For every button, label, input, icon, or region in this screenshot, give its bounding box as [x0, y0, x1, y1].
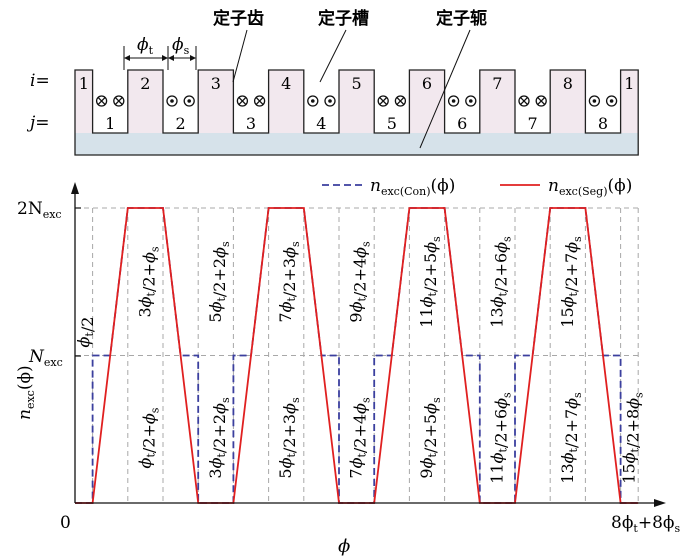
legend: nexc(Con)(ϕ) nexc(Seg)(ϕ) [322, 176, 632, 198]
y-tick-mid-label: Nexc [28, 347, 63, 369]
chart: 2Nexc Nexc 0 ϕ 8ϕt+8ϕs nexc(ϕ) ϕt/2 3ϕt/2… [15, 176, 680, 557]
tooth-number: 4 [281, 74, 291, 93]
i-label: i= [30, 71, 50, 91]
slot-number: 3 [246, 114, 256, 133]
tooth-number: 5 [352, 74, 362, 93]
slot-number: 6 [457, 114, 467, 133]
phi-t-dimension [123, 46, 197, 70]
origin-label: 0 [60, 513, 71, 533]
coil-cross-symbol [113, 95, 125, 107]
x-axis-arrow [654, 499, 666, 507]
slot-number: 5 [387, 114, 397, 133]
coil-cross-symbol [518, 95, 530, 107]
upper-interval-label: ϕt/2 [74, 317, 97, 348]
y-tick-top-label: 2Nexc [17, 199, 62, 221]
tooth-number: 2 [140, 74, 150, 93]
slot-leader [319, 29, 347, 83]
upper-interval-label: 15ϕt/2+7ϕs [558, 236, 584, 328]
slot-number: 1 [105, 114, 115, 133]
coil-cross-symbol [377, 95, 389, 107]
coil-cross-symbol [394, 95, 407, 107]
stator-tooth-label: 定子齿 [213, 8, 264, 29]
lower-interval-label: 7ϕt/2+4ϕs [347, 397, 373, 479]
coil-dot-symbol [605, 95, 618, 107]
coil-dot-symbol [166, 95, 178, 107]
coil-dot-symbol [307, 95, 319, 107]
upper-interval-label: 9ϕt/2+4ϕs [347, 241, 373, 323]
slot-number: 8 [598, 114, 608, 133]
slot-labels: 1 2 3 4 5 6 7 8 [105, 114, 608, 133]
x-end-label: 8ϕt+8ϕs [611, 513, 680, 535]
tooth-number: 1 [79, 74, 89, 93]
lower-interval-label: 5ϕt/2+3ϕs [276, 397, 302, 479]
lower-interval-labels: ϕt/2+ϕs 3ϕt/2+2ϕs 5ϕt/2+3ϕs 7ϕt/2+4ϕs 9ϕt/2+… [135, 392, 645, 484]
y-axis-label: nexc(ϕ) [15, 365, 37, 420]
coil-marks [95, 95, 618, 107]
tooth-number: 3 [211, 74, 221, 93]
y-axis-arrow [71, 182, 79, 194]
slot-number: 2 [176, 114, 186, 133]
slot-number: 4 [316, 114, 326, 133]
stator-outline [74, 69, 639, 156]
coil-cross-symbol [253, 95, 266, 107]
phi-s-label: ϕs [172, 35, 190, 57]
lower-interval-label: 15ϕt/2+8ϕs [619, 392, 645, 484]
tooth-leader [232, 29, 248, 83]
phi-t-label: ϕt [137, 35, 154, 57]
tooth-number: 7 [492, 74, 502, 93]
coil-dot-symbol [465, 95, 477, 107]
lower-interval-label: 13ϕt/2+7ϕs [558, 392, 584, 484]
stator-diagram: 1 2 3 4 5 6 7 8 1 1 2 3 4 5 6 7 8 i= j= ϕt ϕs 定子齿 定子槽 定… [26, 8, 639, 156]
stator-slot-label: 定子槽 [318, 8, 369, 29]
lower-interval-label: 9ϕt/2+5ϕs [417, 397, 443, 479]
legend-seg-label: nexc(Seg)(ϕ) [548, 176, 632, 198]
stator-yoke [75, 133, 638, 155]
slot-number: 7 [528, 114, 538, 133]
coil-cross-symbol [535, 95, 547, 107]
upper-interval-label: 7ϕt/2+3ϕs [276, 241, 302, 323]
upper-interval-label: 3ϕt/2+ϕs [135, 246, 161, 317]
j-label: j= [26, 113, 50, 133]
tooth-number: 6 [422, 74, 432, 93]
tooth-number: 1 [624, 74, 634, 93]
upper-interval-label: 11ϕt/2+5ϕs [417, 236, 443, 328]
upper-interval-label: 5ϕt/2+2ϕs [206, 241, 232, 323]
coil-cross-symbol [236, 95, 249, 107]
upper-interval-labels: ϕt/2 3ϕt/2+ϕs 5ϕt/2+2ϕs 7ϕt/2+3ϕs 9ϕt/2+4ϕs 1… [74, 236, 584, 348]
x-axis-label: ϕ [338, 536, 350, 557]
lower-interval-label: 3ϕt/2+2ϕs [206, 397, 232, 479]
stator-yoke-label: 定子轭 [436, 8, 487, 29]
coil-cross-symbol [95, 95, 108, 107]
coil-dot-symbol [324, 95, 336, 107]
yoke-leader [419, 29, 471, 149]
coil-dot-symbol [183, 95, 195, 107]
upper-interval-label: 13ϕt/2+6ϕs [487, 236, 513, 328]
tooth-number: 8 [563, 74, 573, 93]
legend-con-label: nexc(Con)(ϕ) [370, 176, 455, 198]
tooth-labels: 1 2 3 4 5 6 7 8 1 [79, 74, 635, 93]
lower-interval-label: ϕt/2+ϕs [135, 407, 161, 468]
coil-dot-symbol [447, 95, 460, 107]
lower-interval-label: 11ϕt/2+6ϕs [487, 392, 513, 484]
coil-dot-symbol [588, 95, 601, 107]
